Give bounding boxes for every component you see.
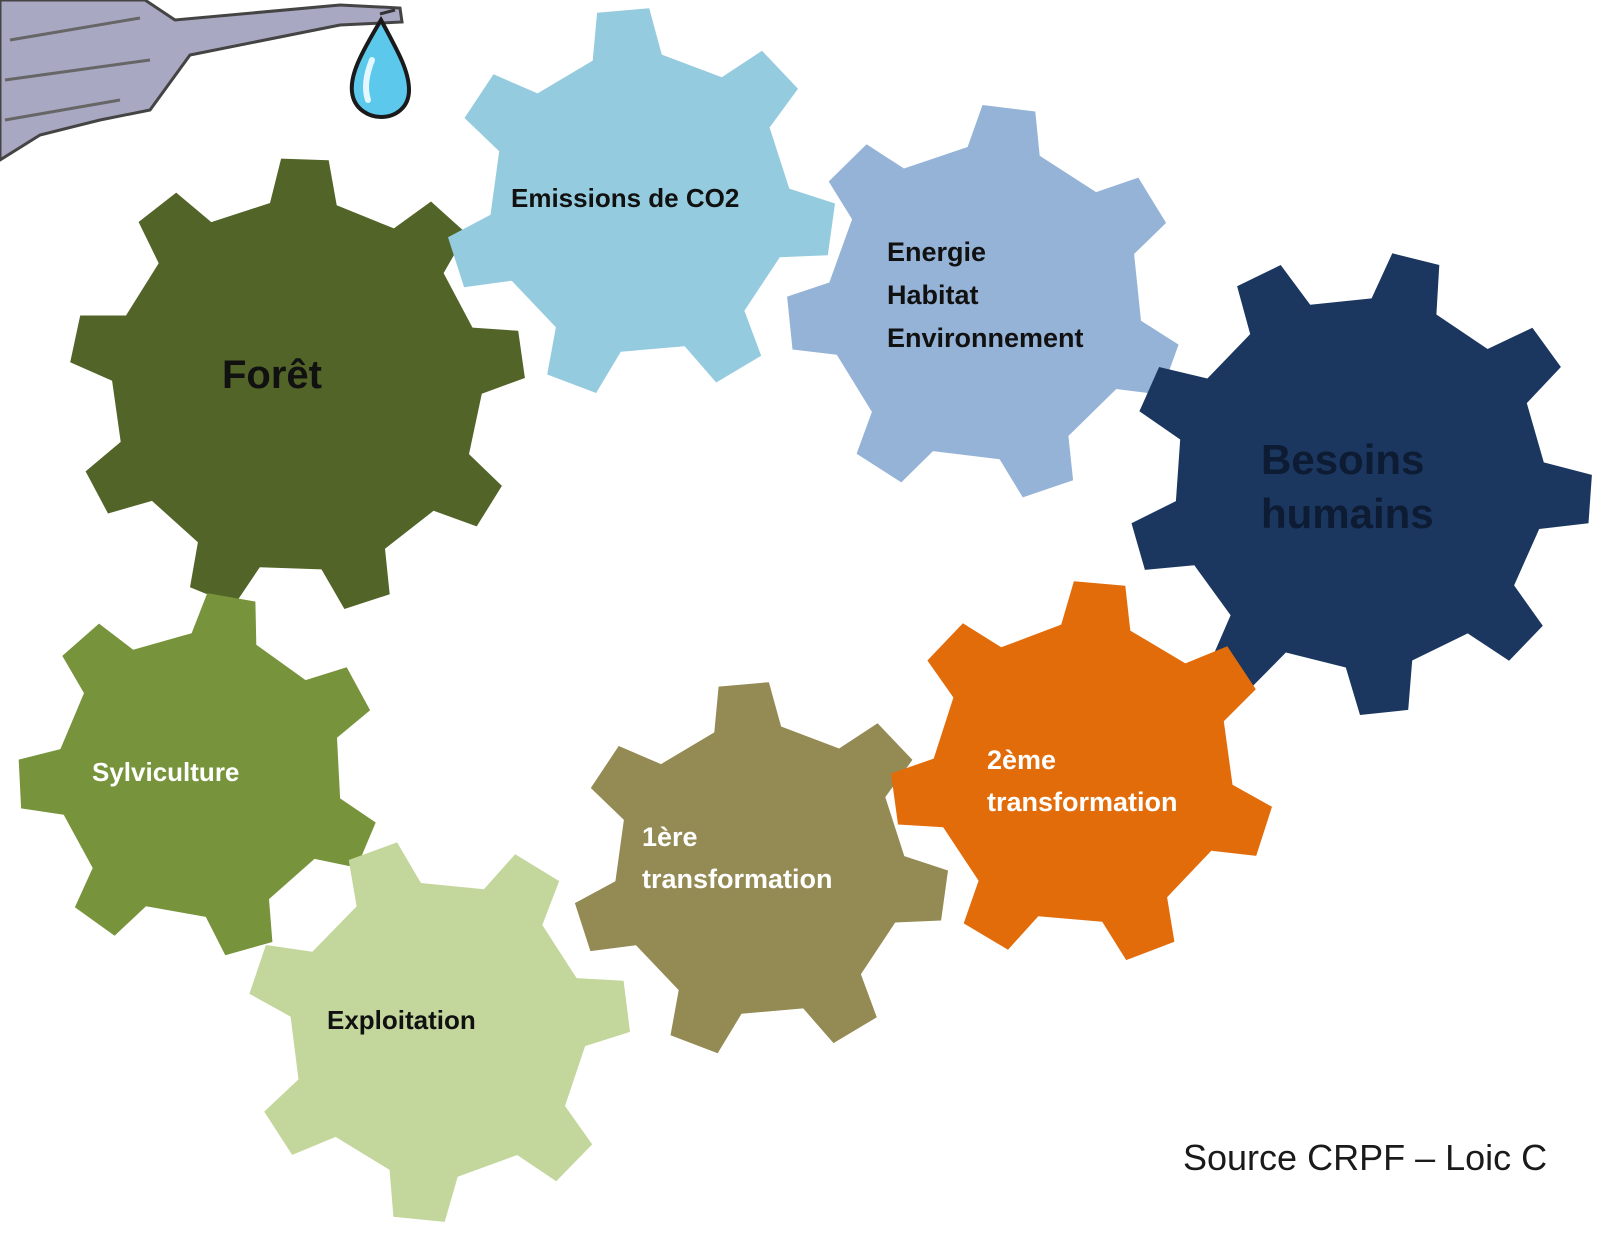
- gear-label-besoins-line: Besoins: [1261, 436, 1425, 483]
- gear-label-deuxieme-line-1: 2ème: [987, 745, 1057, 775]
- gear-besoins: [1131, 253, 1592, 716]
- gear-exploitation: [249, 842, 630, 1222]
- gear-label-premiere-line-2: transformation: [642, 863, 833, 894]
- gear-premiere-transformation: [574, 682, 948, 1054]
- gear-label-foret: Forêt: [222, 353, 322, 397]
- gear-label-premiere-transformation: 1ère transformation: [642, 817, 833, 901]
- gear-foret: [70, 158, 525, 609]
- gear-label-exploitation: Exploitation: [327, 1005, 476, 1035]
- gear-label-humains-line: humains: [1261, 489, 1434, 537]
- watering-can-icon: [0, 0, 404, 162]
- gear-label-deuxieme-transformation: 2ème transformation: [987, 740, 1178, 824]
- water-drop-icon: [349, 15, 412, 120]
- gear-deuxieme-transformation: [891, 581, 1272, 961]
- gear-sylviculture: [18, 593, 376, 956]
- gear-label-besoins: Besoins humains: [1261, 433, 1434, 541]
- gear-label-environnement-line: Environnement: [887, 323, 1084, 354]
- gear-label-premiere-line-1: 1ère: [642, 822, 698, 852]
- source-credit: Source CRPF – Loic C: [1183, 1137, 1548, 1178]
- gear-label-deuxieme-line-2: transformation: [987, 786, 1178, 817]
- gear-energie: [787, 105, 1179, 498]
- gear-label-sylviculture: Sylviculture: [92, 757, 240, 787]
- gear-label-energie-line: Energie: [887, 237, 987, 267]
- gear-emissions: [448, 8, 835, 393]
- gear-label-energie: Energie Habitat Environnement: [887, 231, 1084, 361]
- gear-label-emissions: Emissions de CO2: [511, 183, 740, 213]
- gear-label-habitat-line: Habitat: [887, 280, 979, 311]
